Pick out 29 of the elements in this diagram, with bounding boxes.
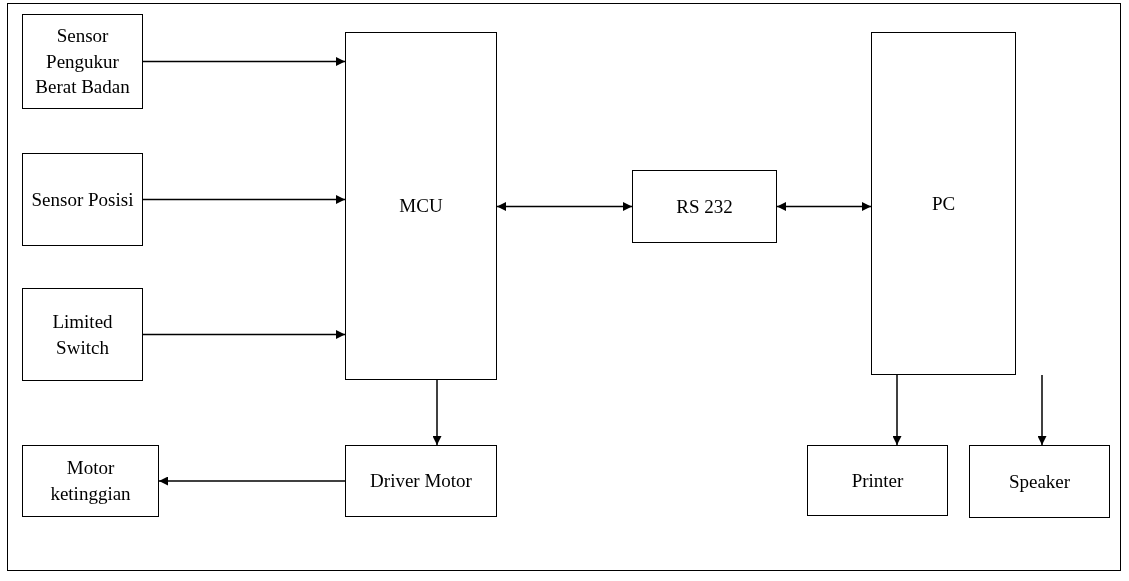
arrow: [1037, 374, 1047, 446]
block-label: RS 232: [676, 194, 733, 219]
arrow: [776, 202, 872, 211]
block-box: [969, 445, 1110, 518]
arrow: [142, 195, 346, 204]
block-label: Sensor Posisi: [31, 187, 134, 212]
block-box: [345, 32, 497, 380]
arrow: [432, 379, 442, 446]
block-box: [345, 445, 497, 517]
arrow: [892, 374, 902, 446]
block-box: [807, 445, 948, 516]
block-label: Driver Motor: [370, 469, 472, 494]
arrow: [158, 476, 346, 486]
block-label: MCU: [399, 194, 443, 219]
block-label: Limited Switch: [51, 309, 114, 360]
arrow: [142, 330, 346, 339]
block-label: Motor ketinggian: [49, 456, 132, 506]
block-box: [22, 445, 159, 517]
arrow: [496, 202, 633, 211]
arrow: [142, 57, 346, 66]
block-box: [22, 288, 143, 381]
block-box: [22, 153, 143, 246]
block-label: Sensor Pengukur Berat Badan: [34, 24, 131, 100]
block-label: Printer: [851, 468, 904, 493]
block-box: [871, 32, 1016, 375]
block-label: PC: [931, 191, 956, 216]
block-box: [632, 170, 777, 243]
block-label: Speaker: [1008, 469, 1071, 494]
block-box: [22, 14, 143, 109]
